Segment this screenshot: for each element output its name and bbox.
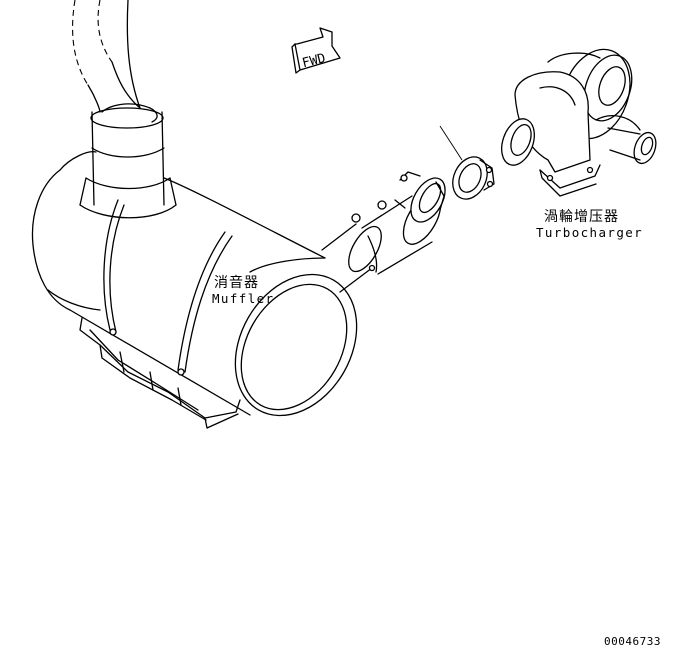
muffler-end-cap — [234, 257, 358, 417]
fwd-label: FWD — [301, 51, 328, 71]
stack-sleeve — [79, 107, 177, 219]
fwd-arrow-icon: FWD — [291, 27, 341, 74]
inlet-flange — [399, 171, 446, 223]
muffler-body — [31, 151, 326, 416]
turbocharger-drawing — [501, 48, 657, 197]
muffler-label-en: Muffler — [212, 291, 275, 306]
drawing-id: 00046733 — [604, 635, 661, 648]
turbocharger-label-en: Turbocharger — [536, 225, 644, 240]
muffler-bracket — [79, 317, 241, 429]
v-band-clamp — [439, 125, 495, 200]
muffler-label-zh: 消音器 — [214, 275, 259, 291]
turbocharger-label-zh: 渦輪增压器 — [544, 209, 619, 225]
exhaust-stack-pipe — [72, 0, 158, 123]
